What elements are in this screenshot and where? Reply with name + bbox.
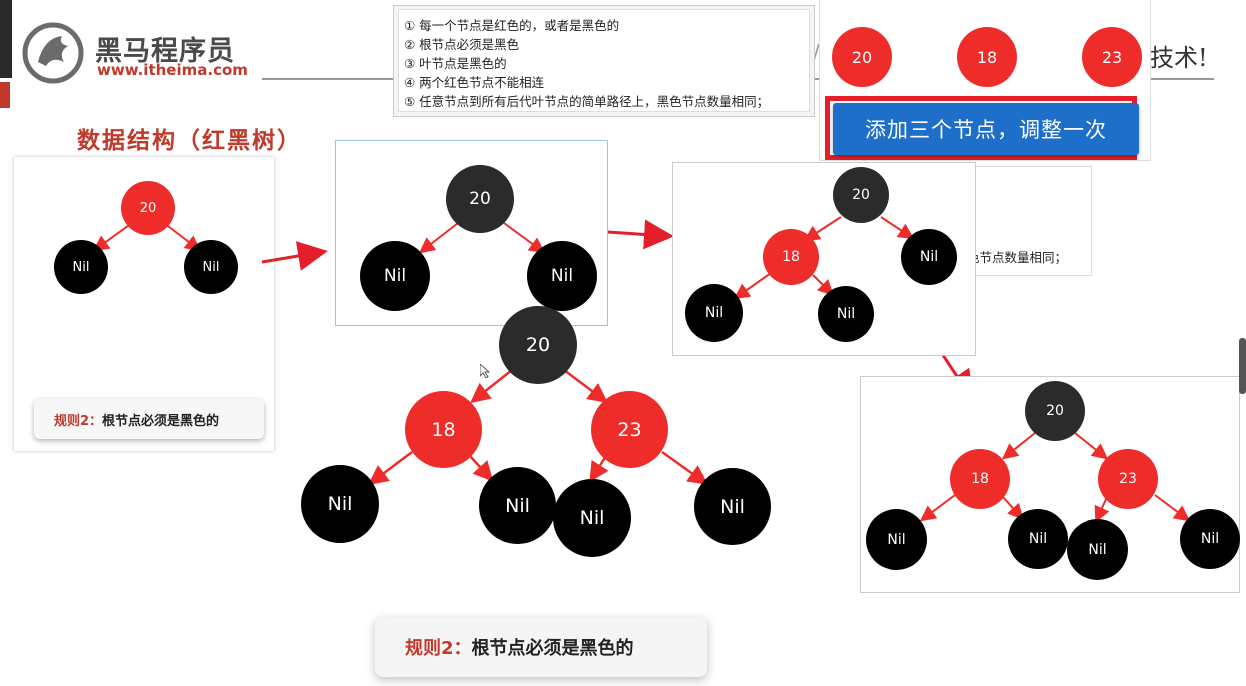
tree4-nil-node: Nil (301, 465, 379, 543)
tree4-left-node: 18 (405, 391, 482, 468)
tree2-root-node: 20 (446, 165, 514, 233)
add-nodes-button[interactable]: 添加三个节点，调整一次 (833, 103, 1139, 155)
cursor-icon (479, 362, 491, 382)
header-red-accent (0, 82, 10, 108)
rule-caption-small: 规则2： 根节点必须是黑色的 (34, 399, 264, 439)
tree1-nil-node: Nil (54, 240, 108, 294)
tree3-nil-node: Nil (818, 286, 874, 342)
tree4-nil-node: Nil (553, 479, 631, 557)
tree2-nil-node: Nil (527, 241, 597, 311)
brand-name: 黑马程序员 (95, 36, 235, 67)
caption-prefix: 规则2： (405, 638, 472, 659)
scrollbar-handle[interactable] (1239, 338, 1246, 394)
rule-item: ② 根节点必须是黑色 (404, 37, 520, 52)
new-node: 20 (832, 27, 892, 87)
tree5-panel: 20 18 23 Nil Nil Nil Nil (860, 376, 1240, 593)
tree5-nil-node: Nil (1180, 509, 1240, 569)
rule-caption-large: 规则2： 根节点必须是黑色的 (375, 617, 707, 677)
tree4-nil-node: Nil (479, 467, 556, 544)
tree3-nil-node: Nil (901, 229, 957, 285)
tree1-edges (92, 222, 202, 252)
header-slogan: 技术! (1150, 44, 1208, 72)
tree3-nil-node: Nil (685, 284, 743, 342)
tree2-edges (418, 222, 546, 254)
brand-url[interactable]: www.itheima.com (97, 61, 248, 79)
tree5-root-node: 20 (1025, 381, 1085, 441)
tree5-edges (919, 432, 1191, 523)
tree3-root-node: 20 (833, 167, 889, 223)
tree5-left-node: 18 (950, 449, 1010, 509)
tree5-nil-node: Nil (1008, 509, 1068, 569)
header-left-bar (0, 0, 12, 78)
tree5-right-node: 23 (1098, 449, 1158, 509)
rule-item: ③ 叶节点是黑色的 (404, 56, 507, 71)
slogan-fragment-mark: / (813, 40, 820, 64)
tree1-panel: 20 Nil Nil 规则2： 根节点必须是黑色的 (14, 157, 274, 451)
rule-item: ① 每一个节点是红色的，或者是黑色的 (404, 18, 620, 33)
brand-logo-icon (22, 22, 84, 84)
rule-item: ⑤ 任意节点到所有后代叶节点的简单路径上，黑色节点数量相同； (404, 94, 770, 109)
new-node: 18 (957, 27, 1017, 87)
tree3-panel: 20 18 Nil Nil Nil (672, 162, 976, 356)
caption-text: 根节点必须是黑色的 (471, 638, 634, 659)
tree4-nil-node: Nil (694, 468, 771, 545)
tree3-child-node: 18 (763, 229, 819, 285)
rules-panel: ① 每一个节点是红色的，或者是黑色的 ② 根节点必须是黑色 ③ 叶节点是黑色的 … (393, 5, 815, 117)
tree1-nil-node: Nil (184, 240, 238, 294)
tree5-nil-node: Nil (1067, 519, 1128, 580)
page-title: 数据结构（红黑树） (77, 128, 302, 154)
tree3-edges (733, 216, 915, 300)
rule-item: ④ 两个红色节点不能相连 (404, 75, 545, 90)
tree5-nil-node: Nil (866, 509, 927, 570)
new-node: 23 (1082, 27, 1142, 87)
flow-arrow (261, 241, 328, 271)
tree2-panel: 20 Nil Nil (335, 140, 608, 326)
tree1-root-node: 20 (121, 181, 175, 235)
caption-prefix: 规则2： (54, 413, 103, 429)
tree4-right-node: 23 (591, 391, 668, 468)
rule-item-partial: 色节点数量相同； (967, 250, 1068, 265)
caption-text: 根节点必须是黑色的 (102, 413, 220, 429)
tree2-nil-node: Nil (360, 241, 430, 311)
tree4-root-node: 20 (499, 306, 577, 384)
rules-panel-partial: 色节点数量相同； (960, 166, 1092, 276)
